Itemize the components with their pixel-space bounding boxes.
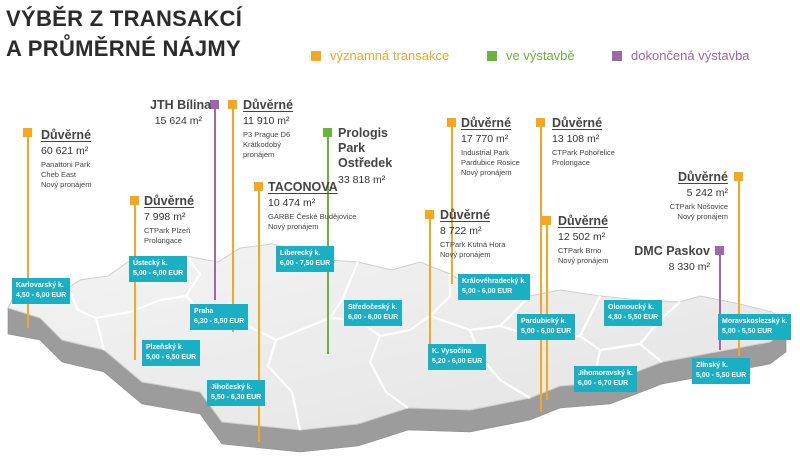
pin-marker-taconova — [254, 182, 263, 191]
legend-completed-construction: dokončená výstavba — [612, 48, 750, 63]
legend-swatch-green — [487, 50, 497, 61]
transaction-taconova: TACONOVA 10 474 m² GARBE České Budějovic… — [268, 180, 356, 232]
pin-marker-cheb — [23, 128, 32, 137]
transaction-heading: Důvěrné — [677, 170, 728, 184]
region-praha: Praha 6,30 - 8,50 EUR — [190, 304, 249, 330]
pin-marker-pardubice — [447, 118, 456, 127]
transaction-area: 17 770 m² — [461, 133, 509, 145]
page-title: VÝBĚR Z TRANSAKCÍ A PRŮMĚRNÉ NÁJMY — [6, 4, 242, 64]
region-olomoucky: Olomoucký k. 4,80 - 5,50 EUR — [604, 300, 663, 326]
transaction-heading: Důvěrné — [558, 214, 609, 228]
region-moravskoslezsky: Moravskoslezský k. 5,00 - 5,50 EUR — [718, 314, 792, 340]
transaction-details: CTPark Plzeň Prolongace — [144, 226, 191, 245]
transaction-ostredek: Prologis Park Ostředek 33 818 m² — [338, 126, 418, 186]
region-plzensky: Plzeňský k. 5,00 - 6,50 EUR — [142, 340, 201, 366]
pin-line-taconova — [258, 186, 260, 442]
region-kralovehradecky: Královéhradecký k. 5,00 - 6,00 EUR — [458, 274, 531, 300]
transaction-paskov: DMC Paskov 8 330 m² — [632, 244, 710, 273]
legend-major-transaction: významná transakce — [311, 48, 449, 63]
pin-marker-bilina — [210, 100, 219, 109]
legend-label: významná transakce — [330, 48, 450, 63]
legend-swatch-purple — [612, 50, 622, 61]
transaction-heading: Důvěrné — [461, 116, 512, 130]
pin-marker-brno — [542, 216, 551, 225]
pin-line-cheb — [27, 132, 29, 328]
transaction-heading: Důvěrné — [41, 128, 92, 142]
region-karlovarsky: Karlovarský k. 4,50 - 6,00 EUR — [12, 278, 71, 304]
legend-under-construction: ve výstavbě — [487, 48, 575, 63]
region-vysocina: K. Vysočina 5,20 - 6,00 EUR — [428, 344, 487, 370]
pin-marker-prague — [228, 100, 237, 109]
transaction-area: 33 818 m² — [338, 174, 386, 186]
pin-line-prague — [232, 104, 234, 332]
pin-line-paskov — [719, 250, 721, 350]
transaction-area: 5 242 m² — [686, 187, 728, 199]
transaction-plzen: Důvěrné 7 998 m² CTPark Plzeň Prolongace — [144, 194, 194, 246]
transaction-area: 60 621 m² — [41, 145, 89, 157]
transaction-area: 15 624 m² — [154, 115, 202, 127]
transaction-details: P3 Prague D6 Krátkodobý pronájem — [243, 130, 291, 159]
legend-label: ve výstavbě — [506, 48, 575, 63]
transaction-nosovice: Důvěrné 5 242 m² CTPark Nošovice Nový pr… — [654, 170, 728, 222]
transaction-area: 8 722 m² — [440, 225, 482, 237]
transaction-details: CTPark Kutná Hora Nový pronájem — [440, 240, 506, 259]
transaction-brno: Důvěrné 12 502 m² CTPark Brno Nový proná… — [558, 214, 608, 266]
transaction-bilina: JTH Bílina 15 624 m² — [150, 98, 212, 127]
region-jihomoravsky: Jihomoravský k. 6,00 - 6,70 EUR — [574, 366, 637, 392]
legend-swatch-orange — [311, 50, 321, 61]
transaction-heading: JTH Bílina — [150, 98, 212, 112]
title-line-2: A PRŮMĚRNÉ NÁJMY — [6, 36, 242, 61]
transaction-heading: Důvěrné — [144, 194, 195, 208]
region-ustecky: Ústecký k. 5,00 - 6,00 EUR — [129, 256, 188, 282]
pin-marker-plzen — [130, 196, 139, 205]
transaction-area: 10 474 m² — [268, 197, 316, 209]
transaction-kutna: Důvěrné 8 722 m² CTPark Kutná Hora Nový … — [440, 208, 505, 260]
pin-line-brno — [546, 220, 548, 400]
transaction-area: 11 910 m² — [243, 115, 290, 127]
transaction-heading: Důvěrné — [440, 208, 491, 222]
transaction-area: 7 998 m² — [144, 211, 186, 223]
pin-marker-pohorelice — [536, 118, 545, 127]
transaction-prague: Důvěrné 11 910 m² P3 Prague D6 Krátkodob… — [243, 98, 293, 160]
legend-label: dokončená výstavba — [631, 48, 750, 63]
region-liberecky: Liberecký k. 6,00 - 7,50 EUR — [276, 246, 335, 272]
transaction-details: CTPark Pohořelice Prolongace — [552, 148, 615, 167]
region-zlinsky: Zlínský k. 5,00 - 5,50 EUR — [692, 358, 751, 384]
pin-line-bilina — [214, 104, 216, 300]
title-line-1: VÝBĚR Z TRANSAKCÍ — [6, 6, 243, 31]
transaction-pardubice: Důvěrné 17 770 m² Industrial Park Pardub… — [461, 116, 520, 178]
pin-line-nosovice — [738, 176, 740, 356]
pin-marker-paskov — [715, 246, 724, 255]
transaction-heading: Důvěrné — [552, 116, 603, 130]
transaction-pohorelice: Důvěrné 13 108 m² CTPark Pohořelice Prol… — [552, 116, 615, 168]
transaction-details: GARBE České Budějovice Nový pronájem — [268, 212, 357, 231]
transaction-area: 13 108 m² — [552, 133, 600, 145]
transaction-cheb: Důvěrné 60 621 m² Panattoni Park Cheb Ea… — [41, 128, 91, 190]
transaction-details: CTPark Brno Nový pronájem — [558, 246, 609, 265]
region-jihocesky: Jihočeský k. 5,50 - 6,30 EUR — [207, 380, 266, 406]
transaction-heading: DMC Paskov — [634, 244, 710, 258]
region-pardubicky: Pardubický k. 5,00 - 6,00 EUR — [517, 314, 576, 340]
transaction-heading: TACONOVA — [268, 180, 338, 194]
pin-marker-kutna — [425, 210, 434, 219]
transaction-details: Industrial Park Pardubice Rosice Nový pr… — [461, 148, 520, 177]
transaction-area: 8 330 m² — [668, 261, 710, 273]
transaction-heading: Prologis Park Ostředek — [338, 126, 393, 170]
pin-line-kutna — [429, 214, 431, 344]
region-stredocesky: Středočeský k. 6,00 - 6,00 EUR — [344, 300, 403, 326]
transaction-details: CTPark Nošovice Nový pronájem — [669, 202, 728, 221]
transaction-heading: Důvěrné — [243, 98, 294, 112]
transaction-details: Panattoni Park Cheb East Nový pronájem — [41, 160, 92, 189]
pin-line-ostredek — [327, 132, 329, 354]
transaction-area: 12 502 m² — [558, 231, 606, 243]
pin-line-pohorelice — [540, 122, 542, 412]
pin-marker-nosovice — [734, 172, 743, 181]
pin-marker-ostredek — [323, 128, 332, 137]
pin-line-pardubice — [451, 122, 453, 284]
